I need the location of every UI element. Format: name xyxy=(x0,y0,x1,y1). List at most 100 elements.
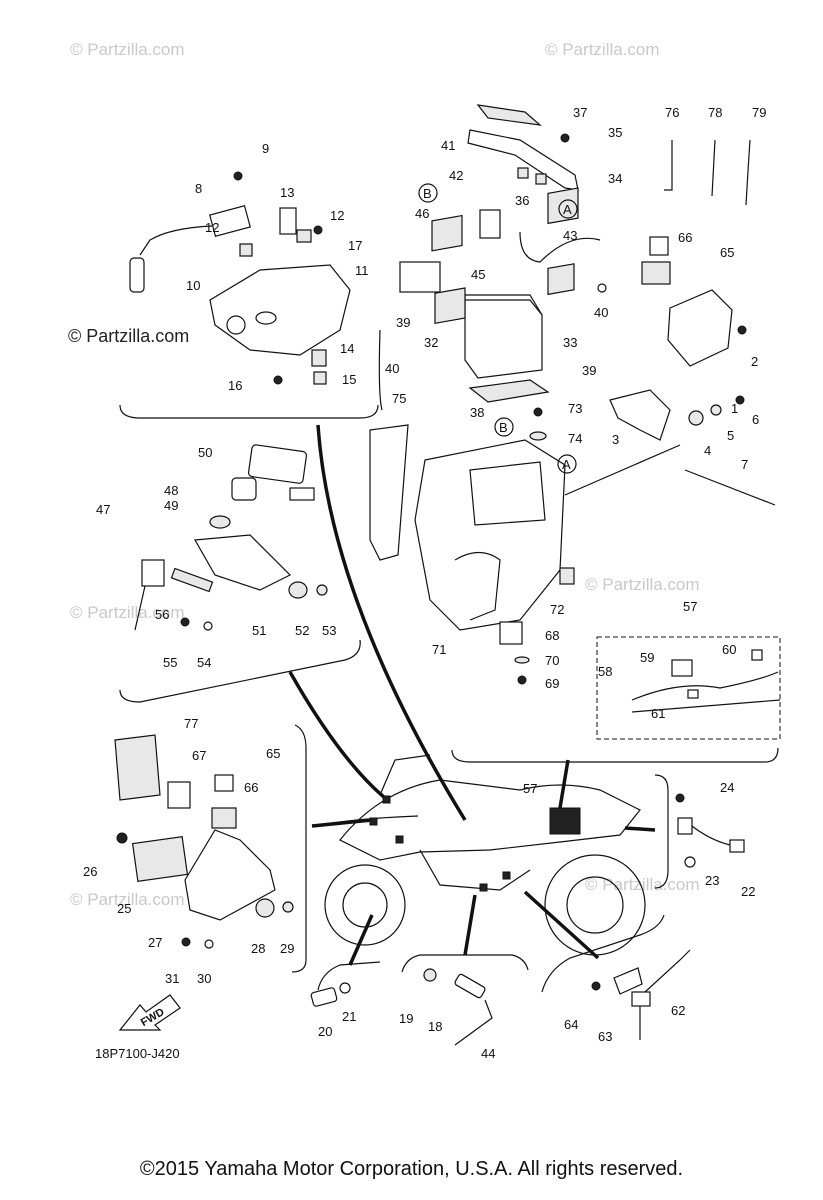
callout: 13 xyxy=(280,185,294,200)
leader-line xyxy=(311,818,373,828)
callout: 31 xyxy=(165,971,179,986)
callout: 30 xyxy=(197,971,211,986)
section-border xyxy=(541,914,665,993)
atv-silhouette xyxy=(324,754,646,956)
watermark: © Partzilla.com xyxy=(545,40,660,59)
callout: 46 xyxy=(415,206,429,221)
callout: 16 xyxy=(228,378,242,393)
callout: 65 xyxy=(720,245,734,260)
callout: 71 xyxy=(432,642,446,657)
callout: 69 xyxy=(545,676,559,691)
sender xyxy=(454,973,486,999)
callout: 60 xyxy=(722,642,736,657)
section-border xyxy=(291,724,307,973)
ref-marker-circle xyxy=(494,417,514,437)
callout: 4 xyxy=(704,443,711,458)
callout: 43 xyxy=(563,228,577,243)
sensor xyxy=(310,987,338,1007)
battery-pad xyxy=(468,379,550,403)
watermark: © Partzilla.com xyxy=(68,326,189,346)
connector xyxy=(289,487,315,501)
callout: 59 xyxy=(640,650,654,665)
watermark: © Partzilla.com xyxy=(70,890,185,909)
callout: 33 xyxy=(563,335,577,350)
electrical-right-group xyxy=(609,139,776,506)
section-border xyxy=(654,774,669,889)
callout: 27 xyxy=(148,935,162,950)
reference-markers: A B B A xyxy=(418,183,578,474)
callout: 12 xyxy=(205,220,219,235)
ignition-coil xyxy=(209,204,251,238)
diagram-code: 18P7100-J420 xyxy=(95,1046,180,1061)
callout: 57 xyxy=(683,599,697,614)
collar xyxy=(710,404,722,416)
callout: 52 xyxy=(295,623,309,638)
sub-harness-group xyxy=(596,636,781,740)
switch-wire xyxy=(644,949,691,993)
callout: 11 xyxy=(355,263,369,278)
cover xyxy=(114,734,161,801)
grommet xyxy=(288,581,308,599)
ref-marker-circle xyxy=(558,199,578,219)
clip xyxy=(279,207,297,235)
front-wheel xyxy=(324,864,406,946)
fwd-arrow-shape xyxy=(118,994,181,1031)
bolt xyxy=(675,793,685,803)
coil-bracket xyxy=(209,264,351,356)
callout: 14 xyxy=(340,341,354,356)
rear-wheel xyxy=(544,854,646,956)
collar xyxy=(313,371,327,385)
fwd-arrow: FWD xyxy=(118,994,181,1031)
callout: 44 xyxy=(481,1046,495,1061)
callout: 40 xyxy=(594,305,608,320)
callout: 17 xyxy=(348,238,362,253)
cdi-location xyxy=(549,807,581,835)
callout: 15 xyxy=(342,372,356,387)
callout: 20 xyxy=(318,1024,332,1039)
coil-lead xyxy=(139,225,213,256)
location-mark xyxy=(479,883,488,892)
callout: 64 xyxy=(564,1017,578,1032)
callout: 21 xyxy=(342,1009,356,1024)
section-border xyxy=(317,961,381,991)
callout: 40 xyxy=(385,361,399,376)
lead-line xyxy=(564,444,681,496)
o-ring xyxy=(339,982,351,994)
ref-marker: A xyxy=(563,202,572,217)
location-mark xyxy=(382,795,391,804)
callout: 76 xyxy=(665,105,679,120)
callout: 10 xyxy=(186,278,200,293)
battery-pad xyxy=(547,187,579,225)
callout: 19 xyxy=(399,1011,413,1026)
damper xyxy=(311,349,327,367)
callout: 67 xyxy=(192,748,206,763)
watermark: © Partzilla.com xyxy=(70,603,185,622)
callout: 32 xyxy=(424,335,438,350)
grommet xyxy=(255,898,275,918)
battery xyxy=(464,294,543,379)
location-mark xyxy=(395,835,404,844)
callout: 70 xyxy=(545,653,559,668)
callout: 3 xyxy=(612,432,619,447)
callout: 53 xyxy=(322,623,336,638)
relay-holder xyxy=(641,261,671,285)
collar xyxy=(282,901,294,913)
callouts: 37 35 34 36 41 42 46 43 45 39 40 32 33 4… xyxy=(83,105,766,1061)
callout: 66 xyxy=(678,230,692,245)
grommet xyxy=(296,229,312,243)
callout: 24 xyxy=(720,780,734,795)
grommet xyxy=(239,243,253,257)
washer xyxy=(514,656,530,664)
watermark: © Partzilla.com xyxy=(585,875,700,894)
battery-box xyxy=(414,439,566,631)
battery-top xyxy=(465,299,543,316)
handlebar xyxy=(379,754,431,796)
callout: 74 xyxy=(568,431,582,446)
callout: 45 xyxy=(471,267,485,282)
sensor-group xyxy=(310,793,745,1046)
bolt xyxy=(517,675,527,685)
watermark-group: © Partzilla.com © Partzilla.com © Partzi… xyxy=(68,40,700,909)
cable-tie xyxy=(711,139,716,197)
washer xyxy=(203,621,213,631)
